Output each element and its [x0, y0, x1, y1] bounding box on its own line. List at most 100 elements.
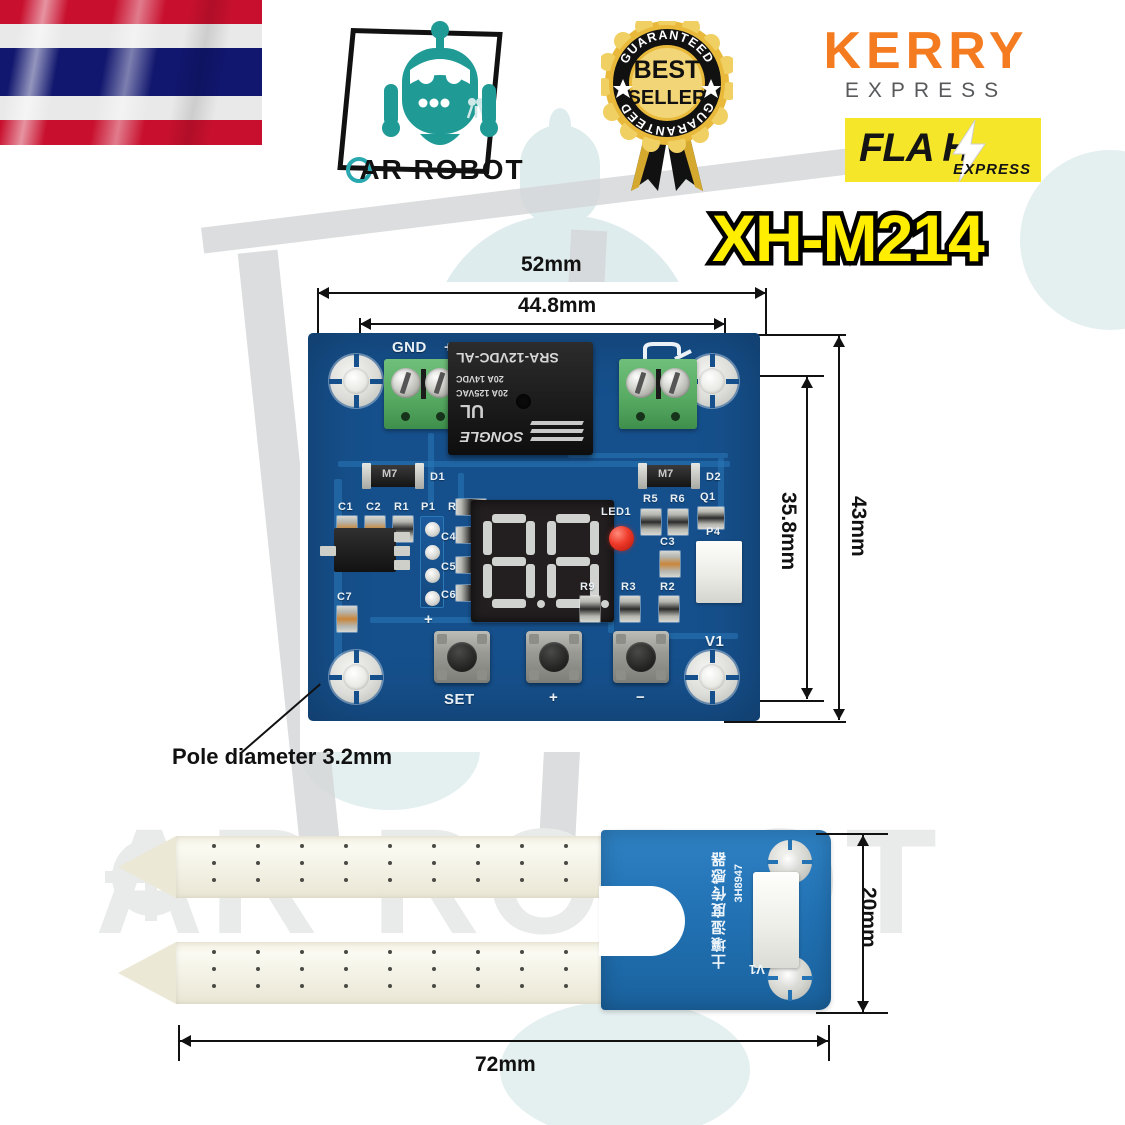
sensor-prong-dots [212, 844, 598, 890]
dimension-arrow-43mm [833, 336, 845, 720]
flash-wordmark: FLA H [859, 126, 971, 170]
resistor-r3 [620, 596, 640, 622]
dimension-tick [178, 1025, 180, 1061]
sensor-mounting-hole-bottom [767, 955, 813, 1001]
capacitor-c7 [337, 606, 357, 632]
dimension-tick [828, 1025, 830, 1061]
silk-label-led1: LED1 [601, 506, 632, 518]
sensor-version-label: V1 [749, 962, 765, 977]
silk-label-r6: R6 [670, 493, 686, 505]
increment-button-label: + [549, 689, 559, 706]
dimension-arrow-20mm [857, 835, 869, 1012]
kerry-wordmark: KERRY [823, 22, 1029, 80]
watermark-robot-antenna [549, 108, 571, 142]
dimension-label-outer-width: 52mm [521, 253, 582, 276]
silk-label-c5: C5 [441, 561, 457, 573]
capacitor-c3 [660, 551, 680, 577]
relay-brand: SONGLE [460, 428, 524, 445]
pcb-trace [718, 458, 724, 518]
silk-label-c2: C2 [366, 501, 382, 513]
sensor-prong-tip [118, 836, 176, 898]
pcb-trace [428, 433, 434, 503]
terminal-screw [626, 368, 656, 398]
relay-rating-line1: 20A 14VDC [456, 374, 504, 384]
terminal-screw [391, 368, 421, 398]
dimension-tick [724, 375, 824, 377]
dimension-tick [724, 700, 824, 702]
increment-button[interactable] [526, 631, 582, 683]
silk-label-r9: R9 [580, 581, 596, 593]
mounting-hole-top-left [329, 354, 383, 408]
flash-express-logo: FLA H EXPRESS [845, 118, 1041, 183]
kerry-express-logo: KERRY EXPRESS [792, 24, 1060, 112]
sensor-fork-notch [599, 886, 685, 956]
gear-icon [346, 157, 372, 183]
sensor-prong-upper [118, 836, 616, 898]
dimension-label-sensor-width: 72mm [475, 1053, 536, 1076]
silk-label-r5: R5 [643, 493, 659, 505]
dimension-tick [765, 288, 767, 336]
dimension-tick [724, 334, 846, 336]
sensor-connector [753, 872, 799, 968]
silk-label-plus: + [424, 611, 434, 628]
silk-label-c4: C4 [441, 531, 457, 543]
pin-header-p1 [420, 516, 444, 608]
relay-part-number: SRA-12VDC-AL [456, 350, 559, 366]
silk-label-d1: D1 [430, 471, 446, 483]
pole-diameter-note: Pole diameter 3.2mm [172, 744, 393, 769]
sensor-prong-lower [118, 942, 616, 1004]
terminal-slot [421, 369, 426, 399]
silk-label-v1: V1 [705, 633, 725, 650]
dimension-tick [816, 1012, 888, 1014]
diode-marking: M7 [658, 468, 674, 480]
sensor-code: 3H8947 [733, 864, 745, 903]
dimension-tick [317, 288, 319, 336]
silk-label-d2: D2 [706, 471, 722, 483]
silk-label-gnd: GND [392, 339, 427, 356]
terminal-block-relay-output [619, 359, 697, 429]
dimension-arrow-35_8mm [801, 377, 813, 699]
page-title: XH-M214 [708, 197, 990, 280]
terminal-pin [401, 412, 410, 421]
dimension-tick [816, 833, 888, 835]
silk-label-p4: P4 [706, 526, 721, 538]
dimension-label-inner-height: 35.8mm [777, 492, 800, 571]
pcb-trace [458, 473, 464, 503]
sensor-prong-tip [118, 942, 176, 1004]
diode-d1: M7 [362, 463, 424, 489]
relay-stripes [530, 421, 584, 445]
terminal-slot [656, 369, 661, 399]
resistor-r6 [668, 509, 688, 535]
mounting-hole-bottom-right [685, 650, 739, 704]
soil-moisture-sensor: 土壤湿度传感器 3H8947 V1 [118, 830, 831, 1010]
terminal-pin [671, 412, 680, 421]
terminal-pin [636, 412, 645, 421]
dimension-arrow-44_8mm [360, 318, 725, 330]
relay-component: SRA-12VDC-AL 20A 14VDC 20A 125VAC UL SON… [448, 342, 593, 455]
relay-cert-mark: UL [460, 401, 484, 421]
best-seller-badge: GUARANTEED GUARANTEED BEST SELLER [595, 12, 738, 193]
silk-label-r3: R3 [621, 581, 637, 593]
thai-flag [0, 0, 262, 145]
set-button[interactable] [434, 631, 490, 683]
status-led [609, 526, 634, 551]
terminal-screw [660, 368, 690, 398]
silk-label-c3: C3 [660, 536, 676, 548]
flash-express-sub: EXPRESS [953, 161, 1031, 178]
ar-robot-logo: AR ROBOT [337, 14, 540, 194]
resistor-r2 [659, 596, 679, 622]
dimension-label-sensor-height: 20mm [857, 887, 880, 948]
silk-label-c7: C7 [337, 591, 353, 603]
pcb-trace [338, 461, 730, 467]
resistor-r9 [580, 596, 600, 622]
silk-label-r1: R1 [394, 501, 410, 513]
silk-label-q1: Q1 [700, 491, 716, 503]
dimension-tick [724, 721, 846, 723]
watermark-blob [500, 1000, 750, 1125]
robot-icon [376, 18, 504, 173]
relay-symbol-icon [641, 341, 695, 370]
decrement-button[interactable] [613, 631, 669, 683]
silk-label-c1: C1 [338, 501, 354, 513]
resistor-r5 [641, 509, 661, 535]
